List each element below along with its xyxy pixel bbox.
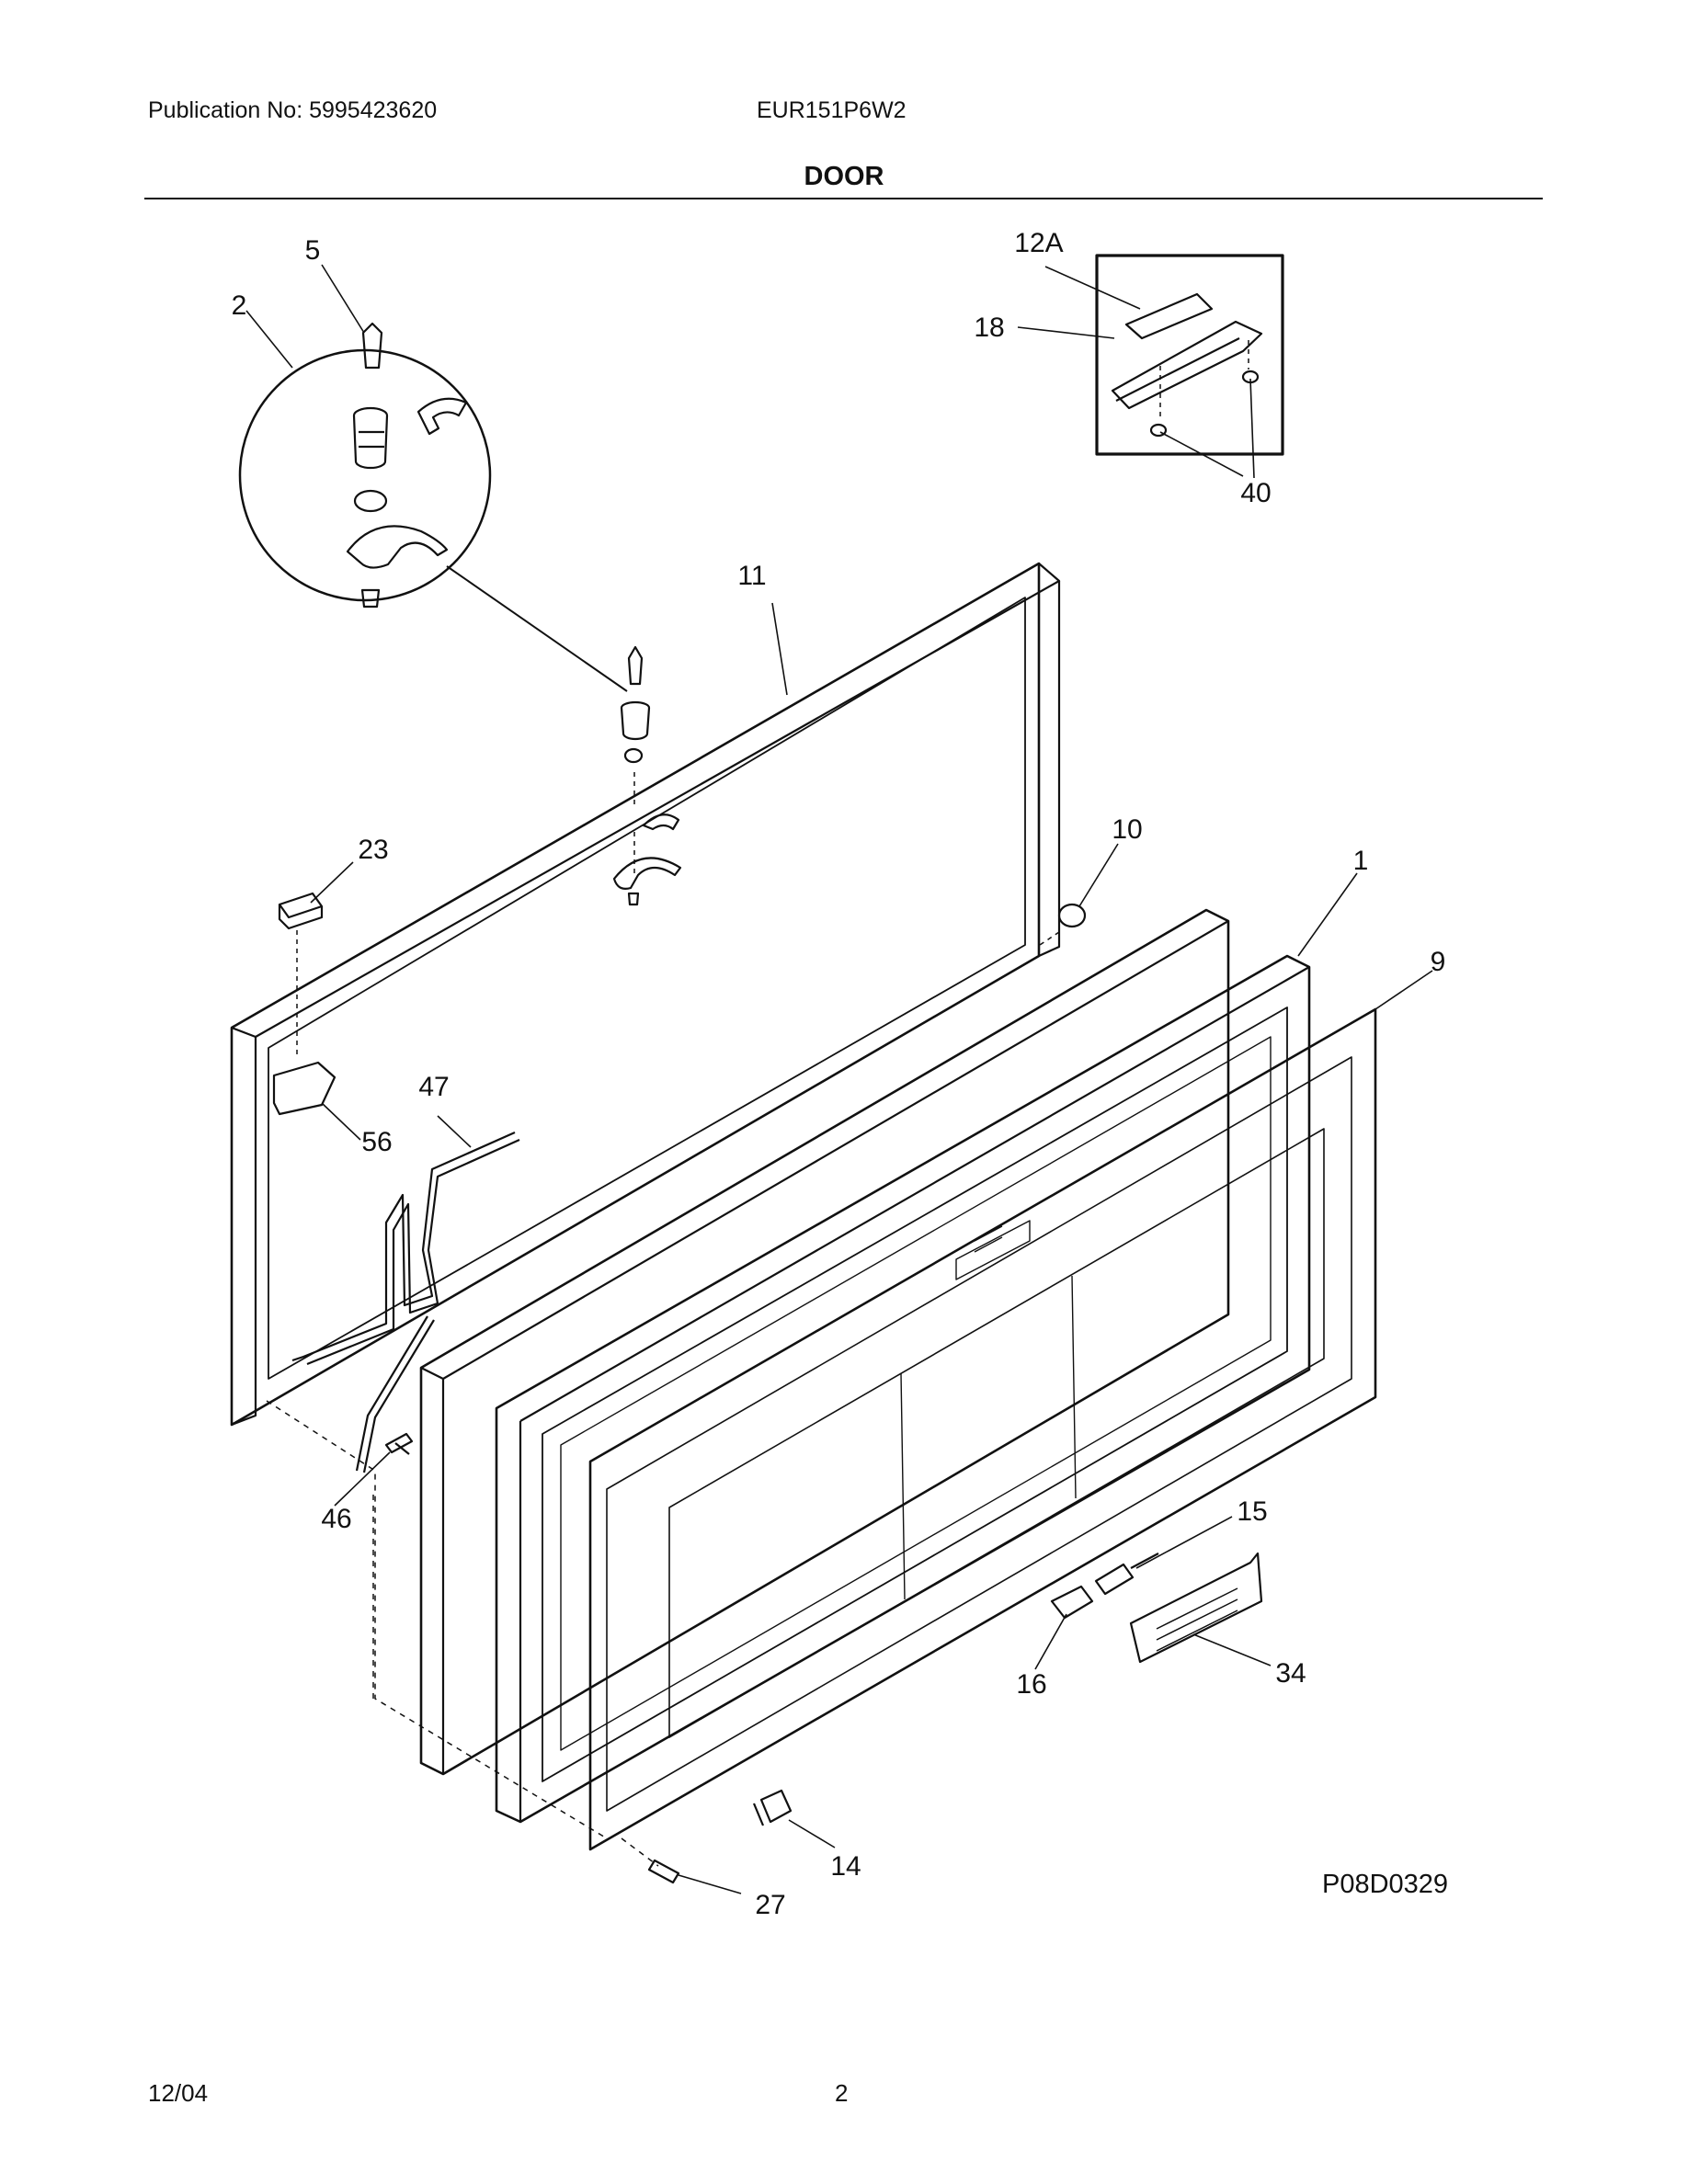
screw-part-46 — [384, 1432, 414, 1455]
callout-14: 14 — [830, 1851, 861, 1882]
header-rule — [144, 198, 1543, 199]
footer-date: 12/04 — [148, 2079, 209, 2107]
light-socket-part-16 — [1050, 1585, 1094, 1620]
callout-12A: 12A — [1014, 228, 1063, 258]
gasket-part-1 — [495, 954, 1311, 1824]
model-number: EUR151P6W2 — [757, 97, 907, 123]
assembly-guide-lines — [266, 1400, 659, 1867]
callout-labels: 5 2 12A 18 40 11 23 10 1 9 47 56 46 15 3… — [232, 228, 1446, 1920]
wire-harness-part-47 — [291, 1131, 520, 1473]
section-title: DOOR — [804, 162, 884, 191]
callout-9: 9 — [1431, 947, 1446, 977]
callout-10: 10 — [1112, 814, 1142, 845]
callout-leader-lines — [245, 264, 1433, 1894]
inner-liner-part-9 — [588, 1007, 1377, 1851]
callout-34: 34 — [1275, 1658, 1306, 1689]
switch-part-14 — [752, 1789, 793, 1826]
callout-5: 5 — [305, 235, 321, 266]
handle-inset-box — [1095, 254, 1284, 456]
hinge-parts-installed — [612, 645, 682, 906]
callout-18: 18 — [974, 313, 1004, 343]
callout-56: 56 — [361, 1127, 392, 1157]
light-shield-part-34 — [1129, 1552, 1263, 1664]
callout-11: 11 — [737, 561, 766, 591]
callout-2: 2 — [232, 290, 247, 321]
door-frame-part-11 — [230, 562, 1061, 1427]
callout-15: 15 — [1237, 1496, 1267, 1527]
detail-leader-line — [446, 565, 628, 692]
plug-part-10 — [1036, 903, 1087, 948]
callout-16: 16 — [1016, 1669, 1046, 1700]
screw-part-27 — [647, 1859, 680, 1884]
callout-46: 46 — [321, 1504, 351, 1534]
footer-page-number: 2 — [835, 2079, 849, 2107]
clip-part-23 — [278, 892, 324, 1055]
callout-1: 1 — [1353, 846, 1369, 876]
bin-part-56 — [272, 1061, 336, 1116]
callout-27: 27 — [755, 1890, 785, 1920]
hinge-detail-circle — [238, 322, 492, 609]
light-bulb-part-15 — [1094, 1553, 1159, 1596]
publication-number: Publication No: 5995423620 — [148, 97, 438, 123]
figure-code: P08D0329 — [1322, 1870, 1449, 1899]
callout-23: 23 — [358, 835, 388, 865]
callout-47: 47 — [418, 1072, 449, 1102]
door-insulation-block — [419, 908, 1230, 1776]
callout-40: 40 — [1240, 478, 1271, 508]
